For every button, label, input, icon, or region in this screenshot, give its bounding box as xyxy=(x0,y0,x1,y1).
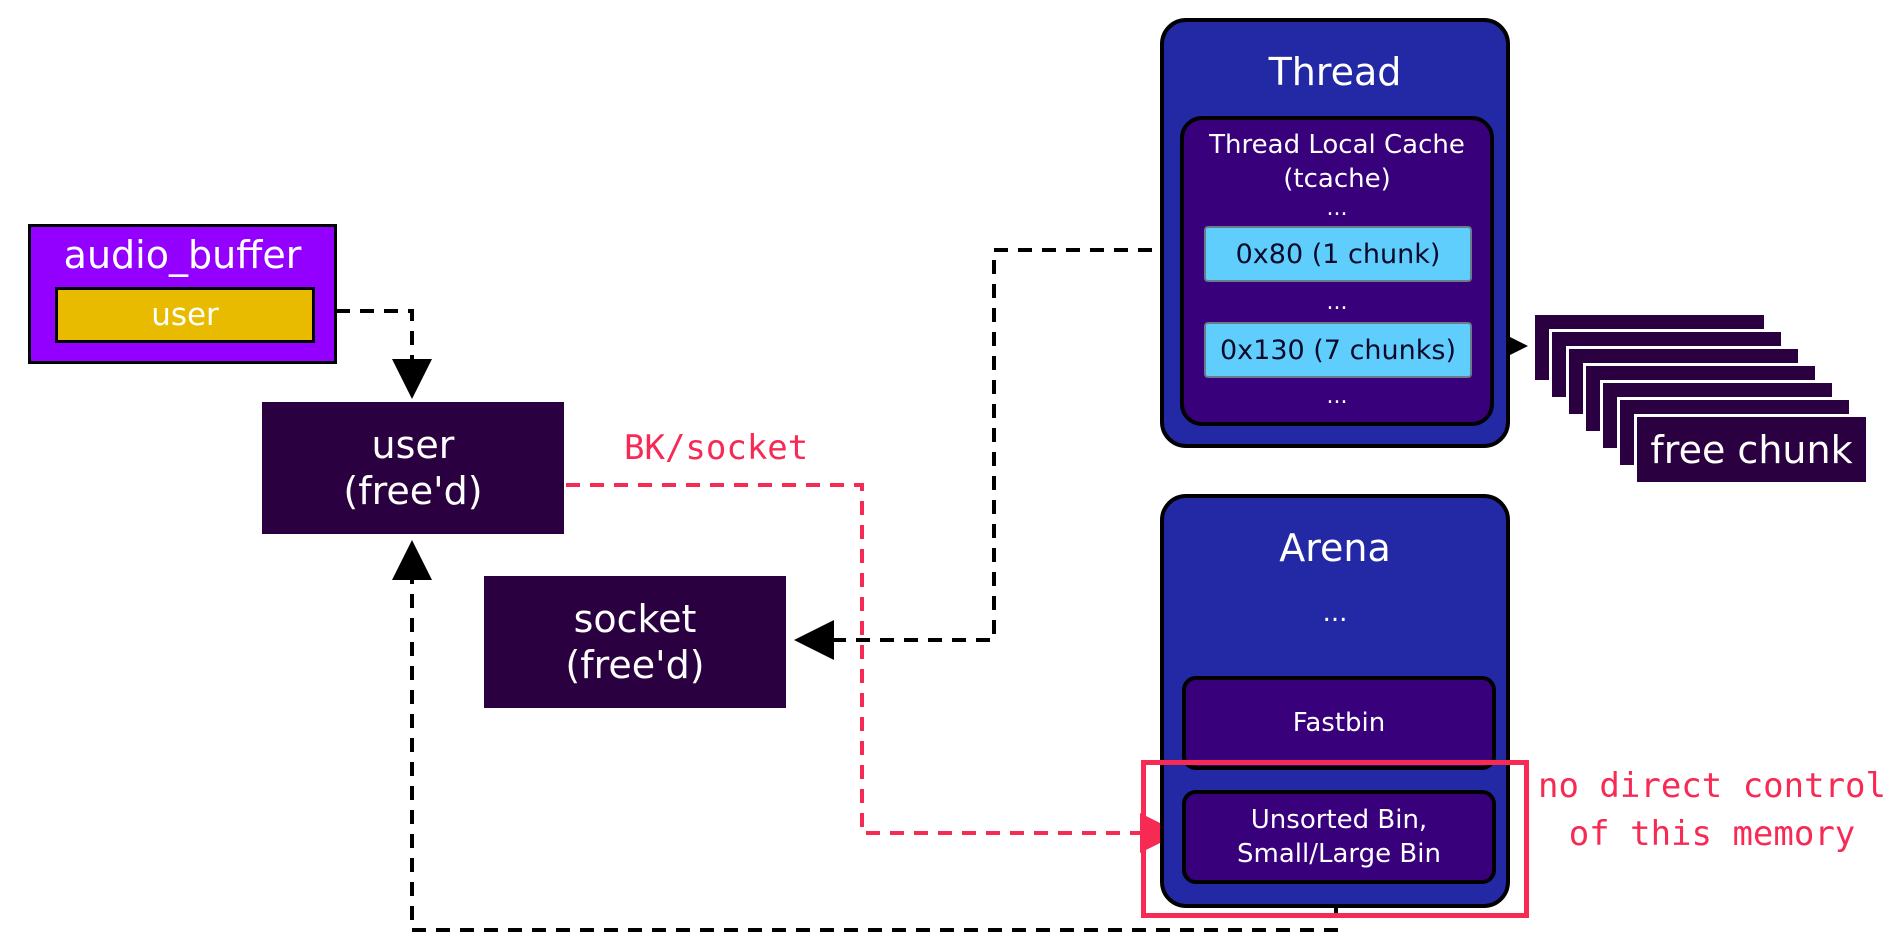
note-line2: of this memory xyxy=(1568,814,1856,854)
socket-freed-status: (free'd) xyxy=(565,643,705,687)
thread-title: Thread xyxy=(1268,50,1402,94)
tcache-container: Thread Local Cache (tcache) ... 0x80 (1 … xyxy=(1180,116,1494,426)
thread-container: Thread Thread Local Cache (tcache) ... 0… xyxy=(1160,18,1510,448)
arena-ellipsis: ... xyxy=(1322,598,1348,628)
unsorted-small-large-bin: Unsorted Bin, Small/Large Bin xyxy=(1182,790,1496,884)
user-freed-status: (free'd) xyxy=(343,469,483,513)
free-chunk-front: free chunk xyxy=(1634,414,1866,482)
arena-container: Arena ... Fastbin Unsorted Bin, Small/La… xyxy=(1160,494,1510,908)
socket-freed-label: socket xyxy=(573,597,697,641)
user-freed-block: user (free'd) xyxy=(262,402,564,534)
user-pointer-field: user xyxy=(55,287,315,343)
tcache-ellipsis-top: ... xyxy=(1326,196,1348,221)
user-freed-label: user xyxy=(371,423,455,467)
unsorted-bin-label: Unsorted Bin, xyxy=(1250,805,1428,835)
bk-socket-label: BK/socket xyxy=(624,428,809,468)
no-control-highlight-box xyxy=(1141,760,1529,918)
tcache-bin-0x130: 0x130 (7 chunks) xyxy=(1204,322,1472,378)
no-direct-control-note: no direct control of this memory xyxy=(1532,762,1892,858)
tcache-title: Thread Local Cache (tcache) xyxy=(1184,128,1490,196)
arrow-tcache-to-socket xyxy=(794,248,1200,660)
fastbin: Fastbin xyxy=(1182,676,1496,770)
note-line1: no direct control xyxy=(1538,766,1886,806)
tcache-bin-0x80: 0x80 (1 chunk) xyxy=(1204,226,1472,282)
tcache-ellipsis-bottom: ... xyxy=(1326,384,1348,409)
audio-buffer-title: audio_buffer xyxy=(63,233,302,277)
arrow-user-pointer xyxy=(312,309,432,399)
socket-freed-block: socket (free'd) xyxy=(484,576,786,708)
tcache-ellipsis-middle: ... xyxy=(1326,290,1348,315)
audio-buffer-struct: audio_buffer user xyxy=(28,224,337,364)
arena-title: Arena xyxy=(1279,526,1391,570)
tcache-title-line2: (tcache) xyxy=(1283,164,1391,194)
arrow-bk-socket xyxy=(542,483,1180,853)
small-large-bin-label: Small/Large Bin xyxy=(1237,839,1441,869)
tcache-title-line1: Thread Local Cache xyxy=(1209,130,1465,160)
